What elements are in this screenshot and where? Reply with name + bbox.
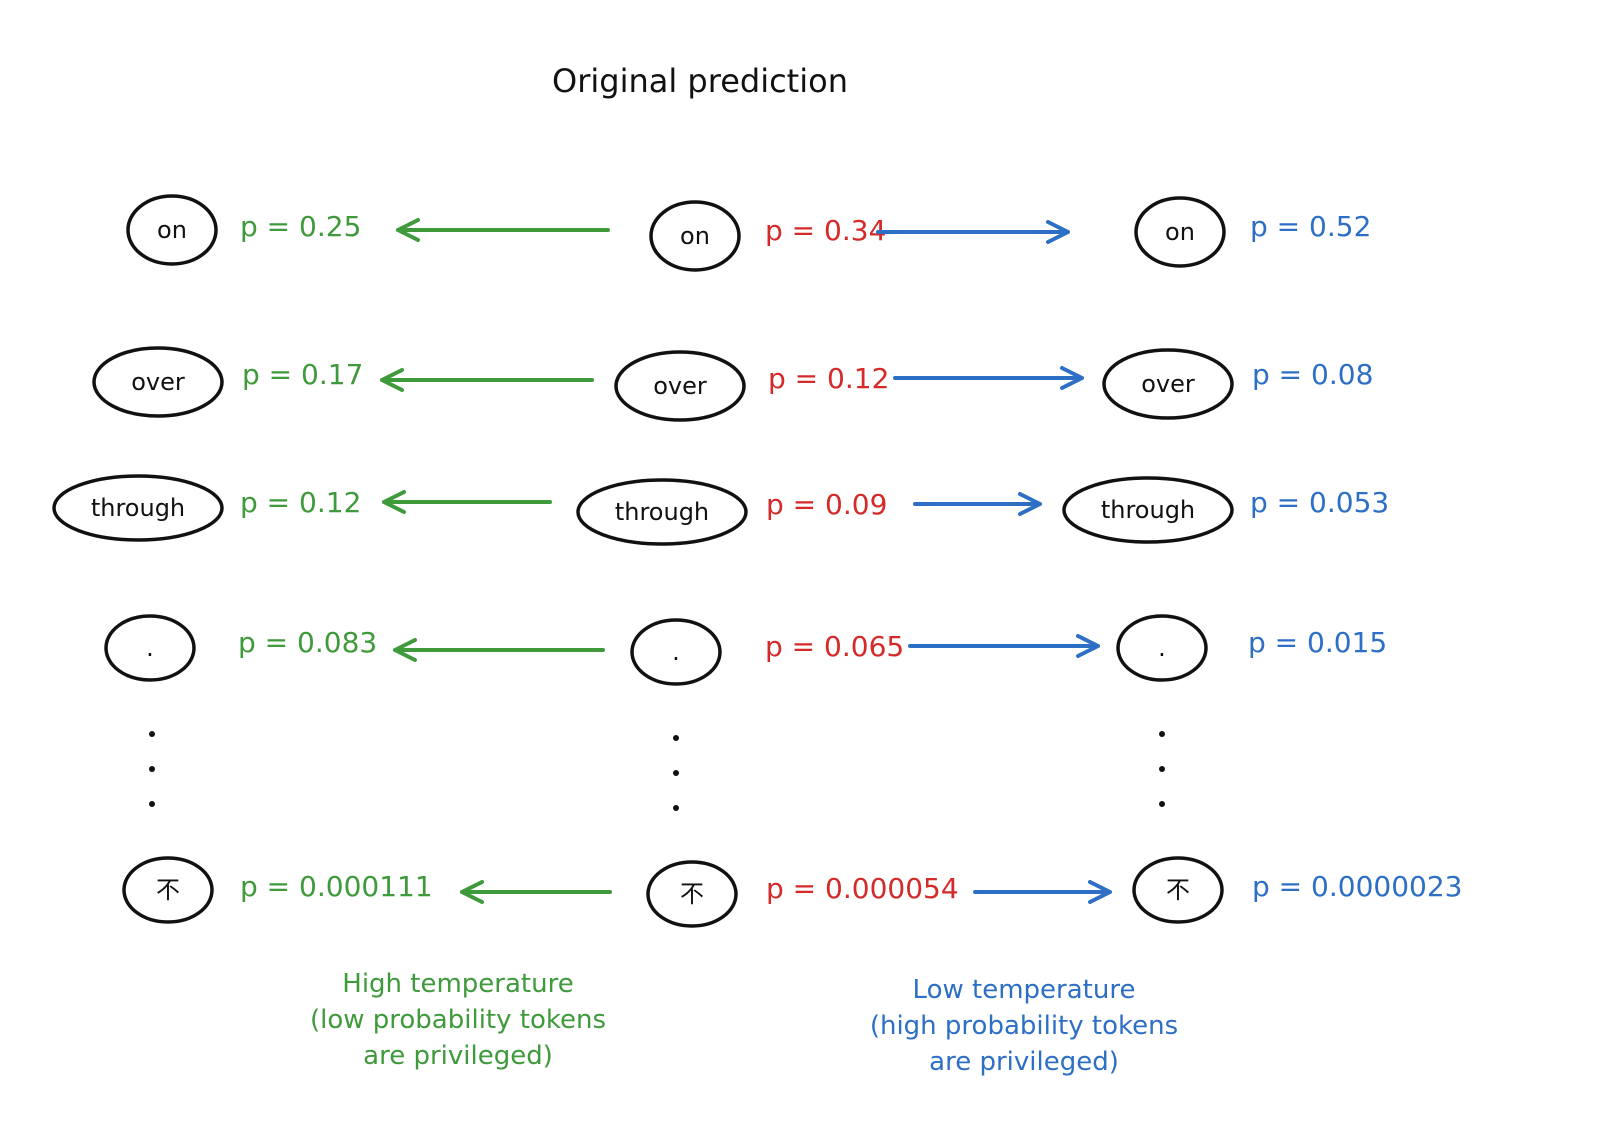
row-over: over p = 0.17 over p = 0.12 over p = 0.0… <box>92 346 1373 422</box>
prob-low-temperature: p = 0.08 <box>1252 358 1373 391</box>
prob-low-temperature: p = 0.053 <box>1250 486 1389 519</box>
prob-original: p = 0.09 <box>766 488 887 521</box>
prob-low-temperature: p = 0.52 <box>1250 210 1371 243</box>
arrow-to-low-temperature <box>908 634 1100 658</box>
caption-low-temperature: Low temperature (high probability tokens… <box>870 975 1178 1077</box>
token-node-original-on <box>649 200 741 272</box>
row-on: on p = 0.25 on p = 0.34 on p = 0.52 <box>126 194 1371 272</box>
token-node-high-through <box>52 474 224 542</box>
ellipsis-dots-low <box>1159 731 1165 807</box>
arrow-to-low-temperature <box>893 366 1084 390</box>
diagram-title: Original prediction <box>552 62 848 100</box>
arrow-to-low-temperature <box>973 880 1112 904</box>
caption-high-line-2: (low probability tokens <box>310 1005 606 1035</box>
prob-high-temperature: p = 0.000111 <box>240 870 433 903</box>
caption-low-line-2: (high probability tokens <box>870 1011 1178 1041</box>
prob-low-temperature: p = 0.0000023 <box>1252 870 1462 903</box>
token-label-low: 不 <box>1166 876 1190 904</box>
prob-original: p = 0.12 <box>768 362 889 395</box>
prob-high-temperature: p = 0.25 <box>240 210 361 243</box>
token-node-high-over <box>92 346 224 418</box>
prob-original: p = 0.34 <box>765 214 886 247</box>
prob-original: p = 0.065 <box>765 630 904 663</box>
token-node-low-over <box>1102 348 1234 420</box>
arrow-to-high-temperature <box>393 638 605 662</box>
arrow-to-high-temperature <box>380 368 594 392</box>
prob-high-temperature: p = 0.083 <box>238 626 377 659</box>
token-label-original: . <box>672 638 680 666</box>
token-node-original-period <box>630 618 722 686</box>
caption-high-temperature: High temperature (low probability tokens… <box>310 969 606 1071</box>
token-node-original-through <box>576 478 748 546</box>
prob-low-temperature: p = 0.015 <box>1248 626 1387 659</box>
caption-low-line-1: Low temperature <box>913 975 1136 1005</box>
token-label-original: 不 <box>680 880 704 908</box>
token-node-low-on <box>1134 196 1226 268</box>
token-label-original: over <box>653 372 707 400</box>
arrow-to-high-temperature <box>460 880 612 904</box>
token-label-original: through <box>615 498 709 526</box>
arrow-to-high-temperature <box>396 218 610 242</box>
token-node-low-bu <box>1132 856 1224 924</box>
token-label-low: . <box>1158 634 1166 662</box>
arrow-to-low-temperature <box>876 220 1070 244</box>
ellipsis-dots-high <box>149 731 155 807</box>
token-label-high: . <box>146 634 154 662</box>
caption-high-line-1: High temperature <box>342 969 573 999</box>
token-label-high: on <box>157 216 187 244</box>
arrow-to-high-temperature <box>382 490 552 514</box>
token-label-low: on <box>1165 218 1195 246</box>
row-period: . p = 0.083 . p = 0.065 . p = 0.015 <box>104 614 1387 686</box>
token-node-high-bu <box>122 856 214 924</box>
arrow-to-low-temperature <box>913 492 1042 516</box>
caption-low-line-3: are privileged) <box>929 1047 1119 1077</box>
token-label-low: through <box>1101 496 1195 524</box>
token-label-high: over <box>131 368 185 396</box>
prob-original: p = 0.000054 <box>766 872 959 905</box>
token-node-high-period <box>104 614 196 682</box>
ellipsis-dots-original <box>673 735 679 811</box>
token-node-low-period <box>1116 614 1208 682</box>
token-node-original-over <box>614 350 746 422</box>
token-label-original: on <box>680 222 710 250</box>
caption-high-line-3: are privileged) <box>363 1041 553 1071</box>
token-label-low: over <box>1141 370 1195 398</box>
row-bu: 不 p = 0.000111 不 p = 0.000054 不 p = 0.00… <box>122 856 1462 928</box>
token-label-high: 不 <box>156 876 180 904</box>
token-label-high: through <box>91 494 185 522</box>
prob-high-temperature: p = 0.12 <box>240 486 361 519</box>
prob-high-temperature: p = 0.17 <box>242 358 363 391</box>
token-node-high-on <box>126 194 218 266</box>
row-through: through p = 0.12 through p = 0.09 throug… <box>52 474 1389 546</box>
token-node-original-bu <box>646 860 738 928</box>
token-node-low-through <box>1062 476 1234 544</box>
